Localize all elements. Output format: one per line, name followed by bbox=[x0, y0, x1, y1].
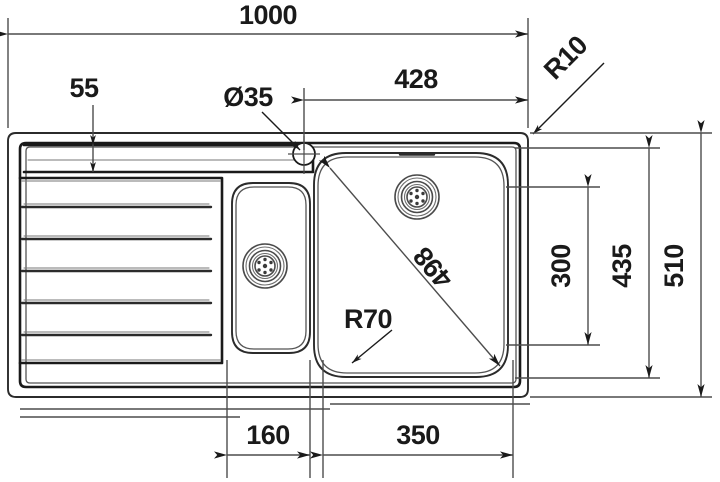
dimension-label-428: 428 bbox=[394, 64, 438, 94]
dimension-overall-width: 1000 bbox=[0, 0, 529, 128]
sink-inner-rim bbox=[18, 141, 522, 389]
dimension-label-r70: R70 bbox=[344, 304, 392, 334]
dimension-small-bowl-width: 160 bbox=[214, 360, 311, 478]
dimension-label-diameter-35: Ø35 bbox=[223, 82, 273, 112]
main-bowl-drain bbox=[394, 174, 440, 220]
drain-grooves bbox=[20, 203, 213, 337]
drainboard-panel bbox=[18, 176, 224, 365]
dimension-main-bowl-width: 350 bbox=[310, 360, 514, 478]
drainboard bbox=[18, 176, 224, 365]
dimension-label-300: 300 bbox=[546, 244, 576, 288]
dimension-bowl-435: 435 bbox=[515, 135, 660, 379]
dimension-faucet-to-edge: 428 bbox=[291, 64, 528, 150]
small-bowl-inner bbox=[235, 186, 307, 350]
sink-rim-inset bbox=[25, 146, 517, 384]
dimension-label-160: 160 bbox=[246, 420, 290, 450]
small-bowl bbox=[231, 182, 311, 354]
main-bowl-outline bbox=[313, 152, 509, 378]
dimension-bowl-radius: R70 bbox=[344, 304, 393, 364]
small-bowl-outline bbox=[231, 182, 311, 354]
drainboard-panel-inner bbox=[21, 180, 221, 361]
faucet-deck-outline bbox=[22, 143, 315, 174]
dimension-faucet-diameter: Ø35 bbox=[223, 82, 301, 151]
dimension-rim-55: 55 bbox=[69, 73, 99, 172]
dimension-label-55: 55 bbox=[69, 73, 99, 103]
dimension-label-498: 498 bbox=[407, 241, 458, 294]
dimension-overall-height: 510 bbox=[530, 120, 712, 398]
dimension-label-510: 510 bbox=[659, 244, 689, 288]
dimension-label-435: 435 bbox=[607, 244, 637, 288]
dimension-label-1000: 1000 bbox=[239, 0, 297, 30]
dimension-corner-radius: R10 bbox=[532, 30, 605, 135]
small-bowl-drain bbox=[242, 243, 288, 289]
sink-outer-rim bbox=[7, 132, 529, 398]
dimension-bowl-300: 300 bbox=[506, 174, 600, 346]
dimension-label-350: 350 bbox=[396, 420, 440, 450]
dimension-label-r10: R10 bbox=[538, 30, 593, 85]
construction-lines bbox=[20, 403, 530, 418]
